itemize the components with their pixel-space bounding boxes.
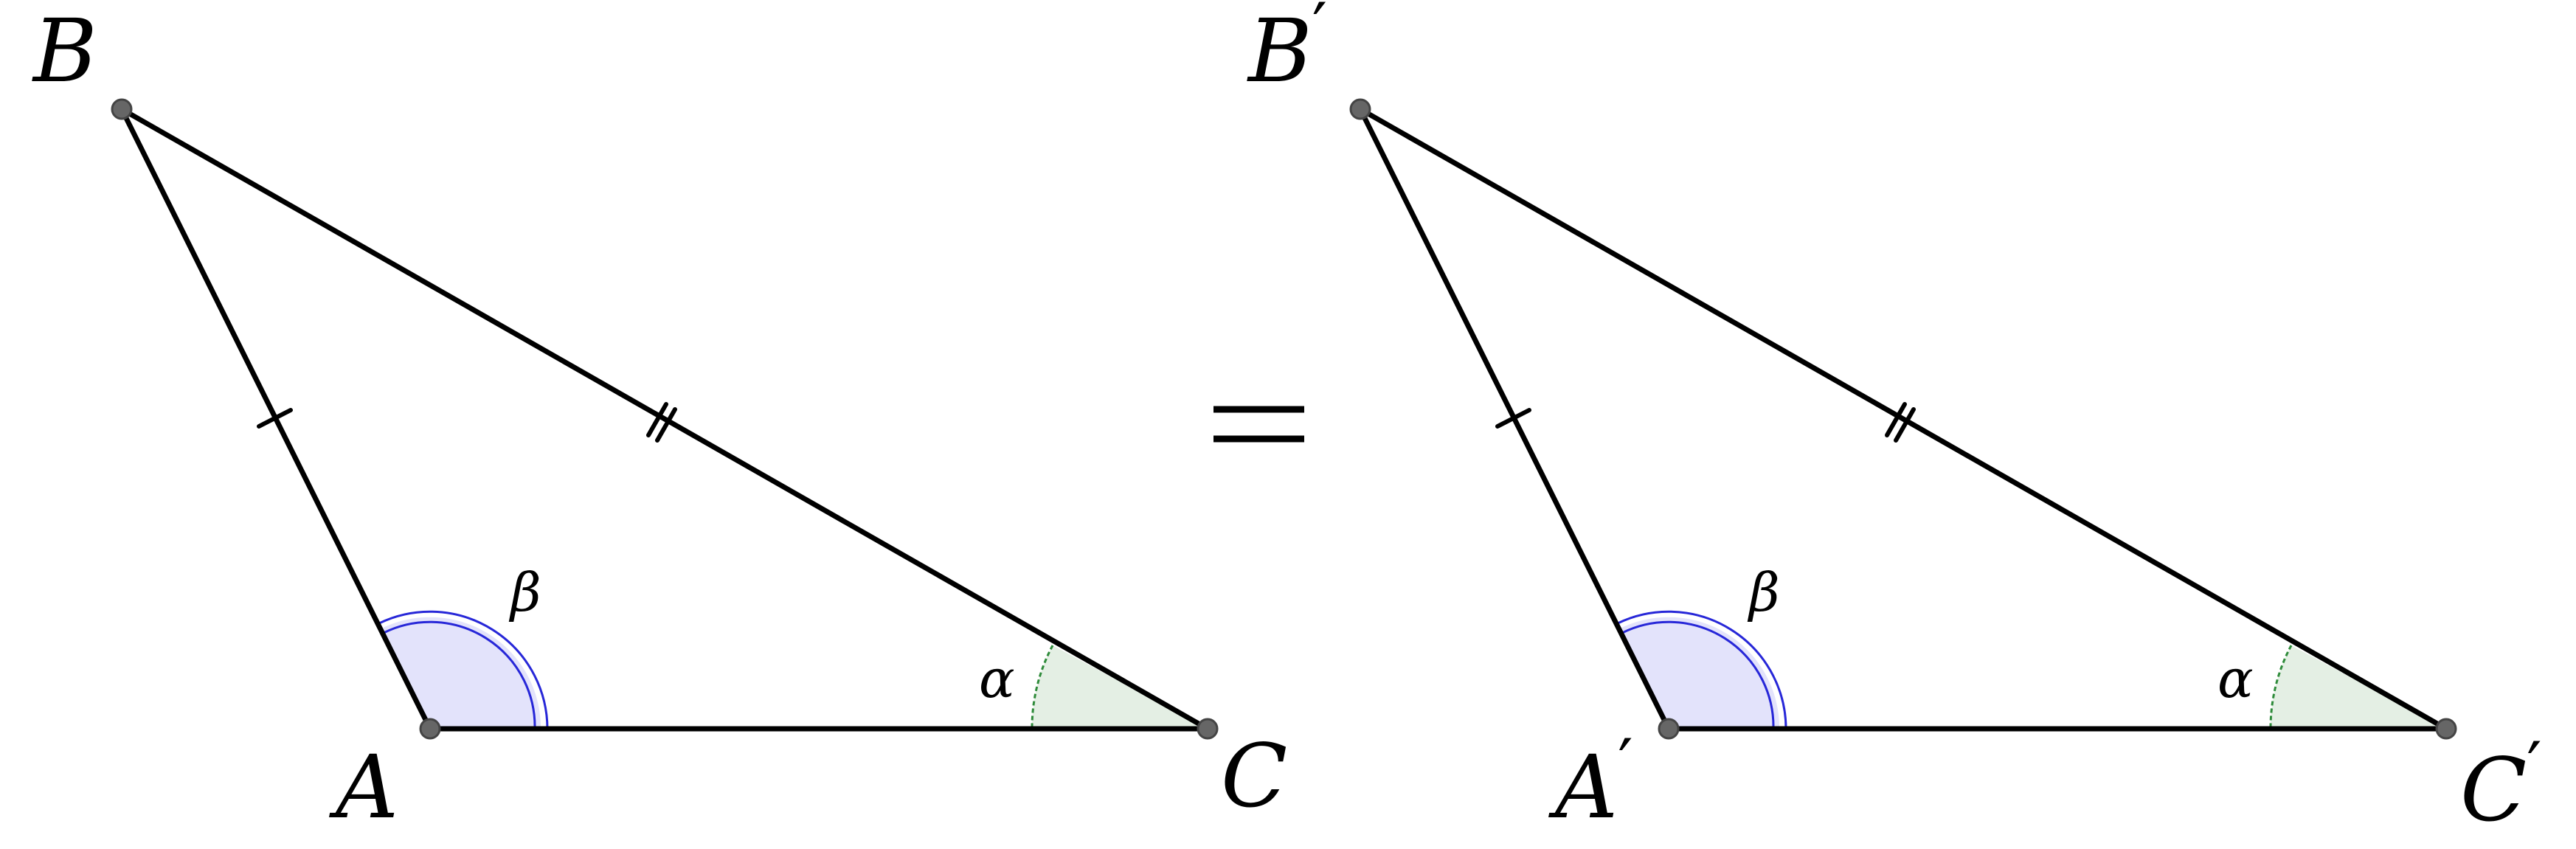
left-triangle: B A C β α bbox=[32, 0, 1287, 838]
left-vertex-a-dot bbox=[419, 718, 441, 740]
left-angle-alpha-arc bbox=[1031, 645, 1054, 730]
left-angle-beta-arc-outer bbox=[378, 610, 549, 730]
left-bc-double-tick-1 bbox=[646, 402, 668, 437]
right-angle-alpha-sector bbox=[2270, 645, 2446, 729]
left-angle-alpha-label: α bbox=[979, 648, 1015, 710]
right-angle-alpha-arc bbox=[2269, 645, 2293, 730]
left-ab-single-tick bbox=[257, 408, 293, 429]
right-vertex-b-dot bbox=[1349, 98, 1371, 120]
right-angle-beta-arc-inner bbox=[1621, 620, 1775, 730]
right-vertex-c-label: C′ bbox=[2460, 728, 2542, 841]
left-angle-beta-label: β bbox=[508, 561, 541, 623]
left-vertex-c-dot bbox=[1197, 718, 1219, 740]
right-triangle: B′ A′ C′ β α bbox=[1247, 0, 2542, 841]
right-vertex-b-letter: B bbox=[1247, 0, 1312, 102]
right-angle-alpha-label: α bbox=[2217, 648, 2254, 710]
right-bc-double-tick-2 bbox=[1894, 407, 1916, 443]
right-edge-bc bbox=[1357, 106, 2449, 732]
left-vertex-a-label: A bbox=[329, 736, 398, 838]
left-edge-bc bbox=[119, 106, 1211, 732]
right-vertex-a-dot bbox=[1658, 718, 1680, 740]
right-vertex-a-letter: A bbox=[1548, 736, 1618, 838]
right-vertex-c-prime: ′ bbox=[2527, 728, 2541, 805]
right-vertex-c-dot bbox=[2435, 718, 2457, 740]
left-vertex-c-label: C bbox=[1221, 725, 1287, 827]
left-angle-alpha-sector bbox=[1031, 645, 1208, 729]
left-angle-beta-sector bbox=[381, 617, 541, 729]
right-vertex-b-label: B′ bbox=[1247, 0, 1327, 102]
right-ab-single-tick bbox=[1495, 408, 1531, 429]
right-vertex-a-label: A′ bbox=[1548, 725, 1633, 838]
right-angle-beta-label: β bbox=[1747, 561, 1780, 623]
right-angle-beta-sector bbox=[1620, 617, 1780, 729]
left-vertex-b-label: B bbox=[32, 0, 97, 102]
right-vertex-a-prime: ′ bbox=[1618, 725, 1632, 803]
left-vertex-b-dot bbox=[111, 98, 133, 120]
right-angle-beta-arc-outer bbox=[1617, 610, 1787, 730]
left-angle-beta-arc-inner bbox=[383, 620, 536, 730]
right-vertex-c-letter: C bbox=[2460, 739, 2527, 841]
left-bc-double-tick-2 bbox=[655, 407, 677, 443]
right-bc-double-tick-1 bbox=[1885, 402, 1907, 437]
right-vertex-b-prime: ′ bbox=[1312, 0, 1327, 66]
equals-sign bbox=[1213, 406, 1304, 443]
